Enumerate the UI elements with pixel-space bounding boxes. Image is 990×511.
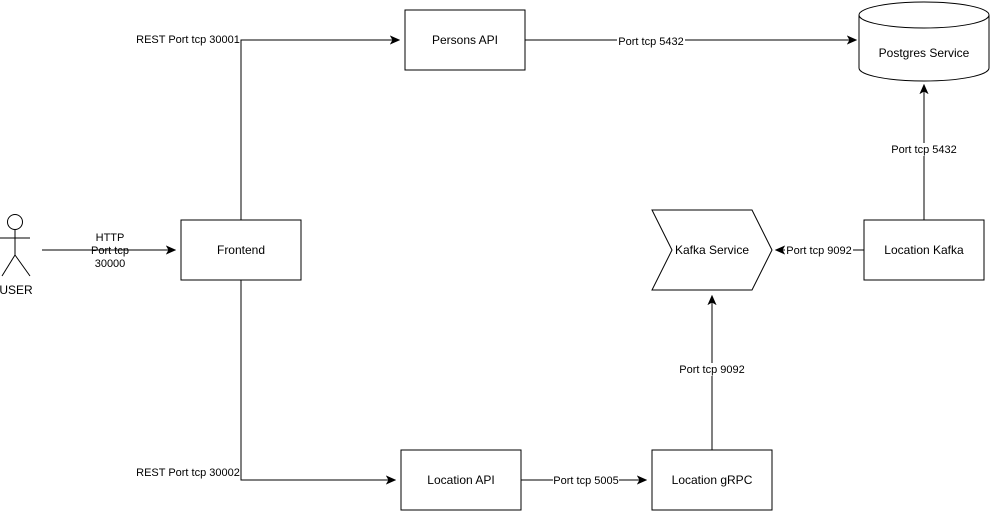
location-api-label: Location API (427, 473, 494, 487)
edge-label-lockafka-postgres: Port tcp 5432 (891, 144, 956, 156)
location-grpc-node[interactable]: Location gRPC (651, 449, 773, 511)
location-grpc-label: Location gRPC (672, 473, 753, 487)
edge-label-http: HTTP (96, 232, 125, 244)
kafka-service-label: Kafka Service (675, 243, 749, 257)
edge-label-grpc-kafka: Port tcp 9092 (679, 364, 744, 376)
user-head-icon (7, 214, 23, 230)
edge-label-bg (553, 474, 619, 487)
edge-label-persons-postgres: Port tcp 5432 (618, 36, 683, 48)
edge-label-bg (617, 34, 685, 47)
edge-label-port-tcp: Port tcp (91, 245, 129, 257)
persons-api-label: Persons API (432, 33, 498, 47)
edge-label-bg (785, 244, 853, 257)
user-label: USER (0, 283, 33, 297)
database-icon (858, 1, 990, 29)
user-left-leg (1, 254, 16, 277)
edge-label-user-frontend: HTTP Port tcp 30000 (91, 232, 129, 270)
postgres-service-label: Postgres Service (879, 46, 970, 60)
edge-label-locapi-grpc: Port tcp 5005 (553, 475, 618, 487)
edge-label-bg (890, 143, 958, 156)
location-api-node[interactable]: Location API (400, 449, 522, 511)
location-kafka-node[interactable]: Location Kafka (863, 219, 985, 281)
edge-frontend-location-api (240, 280, 395, 480)
kafka-service-node[interactable]: Kafka Service (651, 209, 773, 291)
edge-label-port-30000: 30000 (95, 258, 126, 270)
edge-label-rest-30001: REST Port tcp 30001 (136, 34, 240, 46)
location-kafka-label: Location Kafka (884, 243, 964, 257)
frontend-label: Frontend (217, 243, 265, 257)
postgres-service-node[interactable]: Postgres Service (858, 1, 990, 82)
user-right-leg (14, 254, 31, 277)
edge-frontend-persons-api (240, 40, 399, 220)
frontend-node[interactable]: Frontend (180, 219, 302, 281)
edge-label-rest-30002: REST Port tcp 30002 (136, 467, 240, 479)
edge-label-bg (679, 363, 745, 376)
user-actor[interactable] (0, 214, 31, 277)
edge-label-lockafka-kafka: Port tcp 9092 (786, 245, 851, 257)
persons-api-node[interactable]: Persons API (404, 9, 526, 71)
